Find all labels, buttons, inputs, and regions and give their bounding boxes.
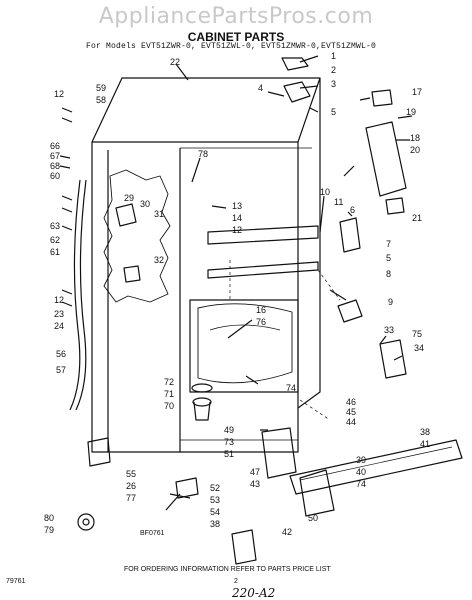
callout-40: 40 xyxy=(356,467,367,477)
callout-43: 43 xyxy=(250,479,261,489)
callout-3: 3 xyxy=(331,79,337,89)
callout-6: 6 xyxy=(350,205,356,215)
callout-16: 16 xyxy=(256,305,267,315)
callout-7: 7 xyxy=(386,239,392,249)
callout-14: 14 xyxy=(232,213,243,223)
callout-58: 58 xyxy=(96,95,107,105)
callout-42: 42 xyxy=(282,527,293,537)
callout-8: 8 xyxy=(386,269,392,279)
callout-33: 33 xyxy=(384,325,395,335)
callout-18: 18 xyxy=(410,133,421,143)
callout-13: 13 xyxy=(232,201,243,211)
callout-52: 52 xyxy=(210,483,221,493)
callout-19: 19 xyxy=(406,107,417,117)
callout-20: 20 xyxy=(410,145,421,155)
callout-55: 55 xyxy=(126,469,137,479)
callout-29: 29 xyxy=(124,193,135,203)
diagram-title: CABINET PARTS xyxy=(187,30,285,44)
callout-38: 38 xyxy=(420,427,431,437)
callout-56: 56 xyxy=(56,349,67,359)
callout-47: 47 xyxy=(250,467,261,477)
callout-1: 1 xyxy=(331,51,337,61)
callout-72: 72 xyxy=(164,377,175,387)
callout-74b: 74 xyxy=(356,479,367,489)
callout-2: 2 xyxy=(331,65,337,75)
callout-53: 53 xyxy=(210,495,221,505)
reference-code: BF0761 xyxy=(140,530,165,537)
callout-12c: 12 xyxy=(54,295,65,305)
callout-67: 67 xyxy=(50,151,61,161)
callout-51: 51 xyxy=(224,449,235,459)
callout-26: 26 xyxy=(126,481,137,491)
callout-63: 63 xyxy=(50,221,61,231)
callout-73: 73 xyxy=(224,437,235,447)
callout-4: 4 xyxy=(258,83,264,93)
callout-79: 79 xyxy=(44,525,55,535)
callout-46: 46 xyxy=(346,397,357,407)
callout-10: 10 xyxy=(320,187,331,197)
callout-68: 68 xyxy=(50,161,61,171)
watermark: AppliancePartsPros.com xyxy=(98,4,374,29)
callout-23: 23 xyxy=(54,309,65,319)
callout-30: 30 xyxy=(140,199,151,209)
page-number: 2 xyxy=(234,578,238,585)
callout-5b: 5 xyxy=(386,253,392,263)
callout-80: 80 xyxy=(44,513,55,523)
callout-77: 77 xyxy=(126,493,137,503)
callout-59: 59 xyxy=(96,83,107,93)
callout-39: 39 xyxy=(356,455,367,465)
callout-71: 71 xyxy=(164,389,175,399)
callout-45: 45 xyxy=(346,407,357,417)
callout-11: 11 xyxy=(334,197,344,207)
callout-22: 22 xyxy=(170,57,181,67)
callout-9: 9 xyxy=(388,297,394,307)
callout-44: 44 xyxy=(346,417,357,427)
callout-21: 21 xyxy=(412,213,423,223)
callout-32: 32 xyxy=(154,255,165,265)
callout-41: 41 xyxy=(420,439,431,449)
callout-38b: 38 xyxy=(210,519,221,529)
callout-78: 78 xyxy=(198,149,209,159)
ordering-note: FOR ORDERING INFORMATION REFER TO PARTS … xyxy=(124,566,331,573)
callout-60: 60 xyxy=(50,171,61,181)
callout-62: 62 xyxy=(50,235,61,245)
callout-57: 57 xyxy=(56,365,67,375)
callout-24: 24 xyxy=(54,321,65,331)
callout-31: 31 xyxy=(154,209,165,219)
callout-70: 70 xyxy=(164,401,175,411)
model-list: For Models EVT51ZWR-0, EVT51ZWL-0, EVT51… xyxy=(86,42,377,51)
callout-17: 17 xyxy=(412,87,423,97)
callout-54: 54 xyxy=(210,507,221,517)
callout-12b: 12 xyxy=(232,225,243,235)
callout-34: 34 xyxy=(414,343,425,353)
callout-12: 12 xyxy=(54,89,65,99)
document-code: 79761 xyxy=(6,578,26,585)
callout-74: 74 xyxy=(286,383,297,393)
callout-61: 61 xyxy=(50,247,61,257)
callout-76: 76 xyxy=(256,317,267,327)
callout-50: 50 xyxy=(308,513,319,523)
handwritten-note: 220-A2 xyxy=(232,586,276,600)
callout-66: 66 xyxy=(50,141,61,151)
callout-49: 49 xyxy=(224,425,235,435)
callout-5: 5 xyxy=(331,107,337,117)
callout-75: 75 xyxy=(412,329,423,339)
